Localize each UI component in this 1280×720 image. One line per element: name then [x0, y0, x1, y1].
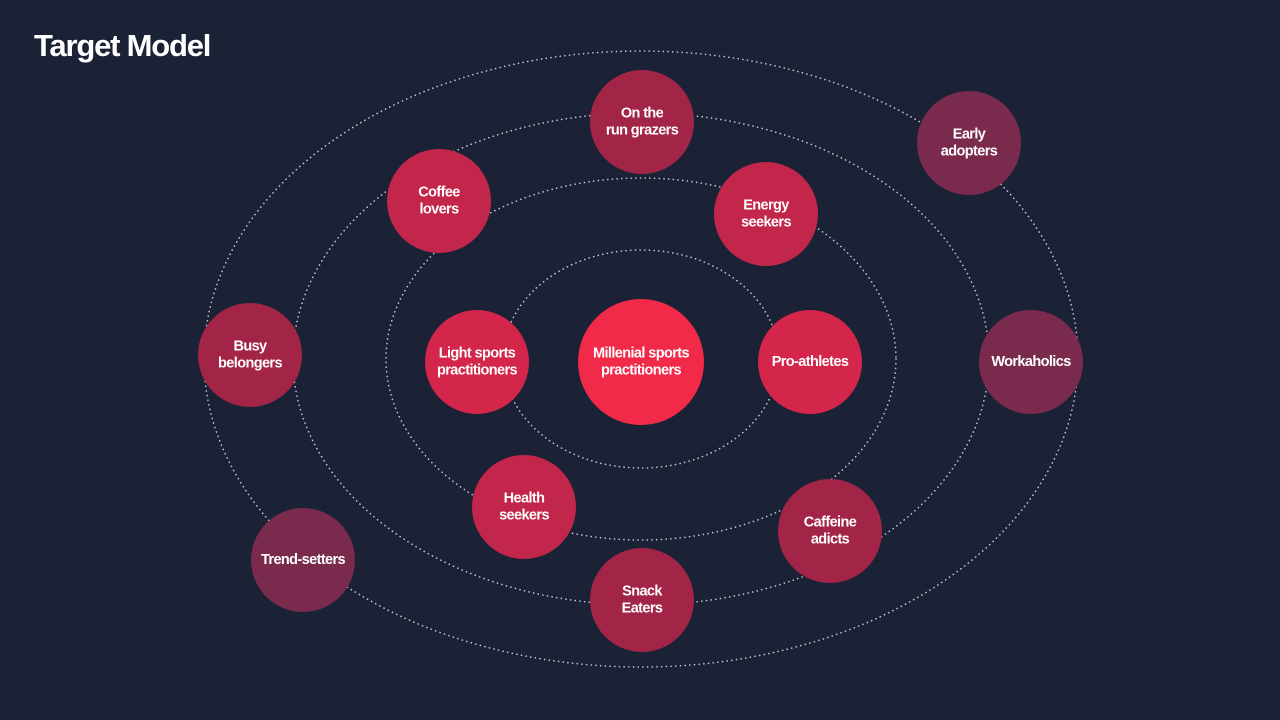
node-label: run grazers [606, 123, 679, 139]
node-circle [714, 162, 818, 266]
node-label: Light sports [439, 346, 516, 362]
node-label: Snack [622, 584, 663, 600]
node-label: belongers [218, 356, 282, 372]
node-label: Coffee [418, 185, 460, 201]
node-label: seekers [499, 508, 549, 524]
node-label: Energy [743, 198, 789, 214]
node-label: Millenial sports [593, 346, 689, 362]
node-label: practitioners [601, 363, 682, 379]
node-circle [590, 70, 694, 174]
node-label: Busy [233, 339, 267, 355]
node-circle [578, 299, 704, 425]
node-circle [758, 310, 862, 414]
node-label: Eaters [622, 601, 663, 617]
node-label: adopters [941, 144, 998, 160]
node-trend-setters: Trend-setters [251, 508, 355, 612]
node-label: Health [504, 491, 545, 507]
slide-title: Target Model [34, 28, 211, 63]
node-circle [251, 508, 355, 612]
node-circle [198, 303, 302, 407]
node-circle [979, 310, 1083, 414]
node-pro-athletes: Pro-athletes [758, 310, 862, 414]
node-label: Workaholics [991, 354, 1071, 370]
node-label: Caffeine [804, 515, 857, 531]
node-label: Early [953, 127, 986, 143]
node-circle [590, 548, 694, 652]
node-label: lovers [419, 202, 459, 218]
node-circle [472, 455, 576, 559]
node-circle [778, 479, 882, 583]
node-label: Trend-setters [261, 552, 346, 568]
node-label: seekers [741, 215, 791, 231]
segment-nodes: Light sportspractitionersPro-athletesCof… [198, 70, 1083, 652]
orbit-ring-2 [385, 177, 897, 541]
node-label: On the [621, 106, 664, 122]
node-label: Pro-athletes [772, 354, 849, 370]
node-label: adicts [811, 532, 850, 548]
node-label: practitioners [437, 363, 518, 379]
node-circle [917, 91, 1021, 195]
node-circle [387, 149, 491, 253]
node-circle [425, 310, 529, 414]
node-workaholics: Workaholics [979, 310, 1083, 414]
